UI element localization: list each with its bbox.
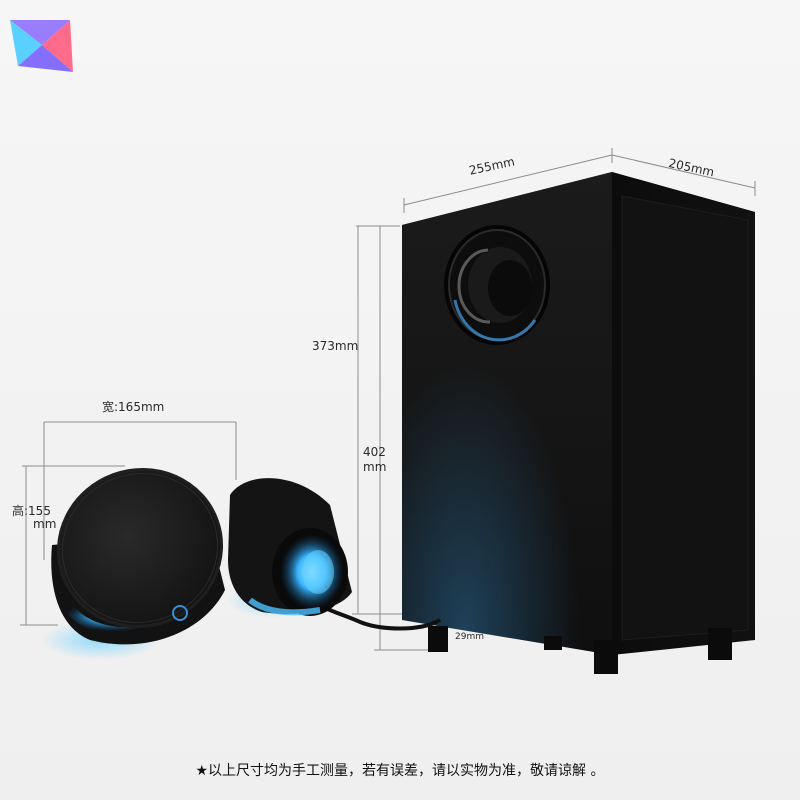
brand-logo [10, 20, 73, 72]
satellite-dimension-lines [20, 421, 237, 626]
satellite-height-unit: mm [33, 517, 57, 531]
subwoofer-dimension-lines [352, 148, 756, 651]
subwoofer-total-height-unit: mm [363, 460, 387, 474]
left-satellite-speaker [40, 468, 225, 660]
right-satellite-speaker [227, 478, 352, 618]
subwoofer-body-height-label: 373mm [312, 339, 359, 353]
subwoofer [402, 172, 755, 674]
foot-height-label: 29mm [455, 632, 484, 642]
measurement-disclaimer: ★以上尺寸均为手工测量，若有误差，请以实物为准，敬请谅解 。 [195, 763, 605, 779]
satellite-height-value: 高:155 [12, 504, 51, 518]
subwoofer-total-height-value: 402 [363, 445, 386, 459]
satellite-width-label: 宽:165mm [102, 400, 165, 414]
